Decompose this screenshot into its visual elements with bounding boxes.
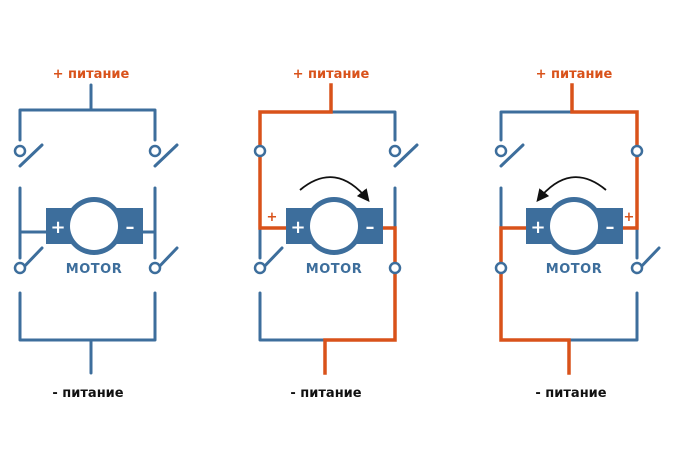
counterclockwise-rotation-arrow <box>536 176 607 202</box>
switch-contacts <box>494 144 644 275</box>
motor-label: MOTOR <box>546 262 602 277</box>
positive-supply-label: + питание <box>53 67 130 82</box>
negative-supply-label: - питание <box>52 386 123 401</box>
positive-supply-label: + питание <box>536 67 613 82</box>
negative-supply-label: - питание <box>535 386 606 401</box>
motor: + – MOTOR <box>46 197 143 277</box>
negative-supply-label: - питание <box>290 386 361 401</box>
motor-label: MOTOR <box>306 262 362 277</box>
wires <box>258 110 419 342</box>
motor: + – MOTOR <box>526 197 623 277</box>
bridge-idle: + питание + – <box>13 67 179 401</box>
switch-contacts <box>13 144 162 275</box>
switch-contacts <box>253 144 402 275</box>
polarity-plus-sign: + <box>624 210 635 225</box>
clockwise-rotation-arrow <box>299 176 370 202</box>
motor-label: MOTOR <box>66 262 122 277</box>
active-current-path <box>258 83 397 375</box>
motor: + – MOTOR <box>286 197 383 277</box>
bridge-reverse: + питание + – MOTOR <box>494 67 661 401</box>
positive-supply-label: + питание <box>293 67 370 82</box>
motor-minus-terminal: – <box>606 217 615 238</box>
motor-minus-terminal: – <box>366 217 375 238</box>
motor-plus-terminal: + <box>530 217 545 238</box>
wires <box>18 83 179 375</box>
bridge-forward: + питание + – MOTO <box>253 67 419 401</box>
polarity-plus-sign: + <box>267 210 278 225</box>
motor-minus-terminal: – <box>126 217 135 238</box>
motor-plus-terminal: + <box>50 217 65 238</box>
motor-plus-terminal: + <box>290 217 305 238</box>
active-current-path <box>499 83 639 375</box>
